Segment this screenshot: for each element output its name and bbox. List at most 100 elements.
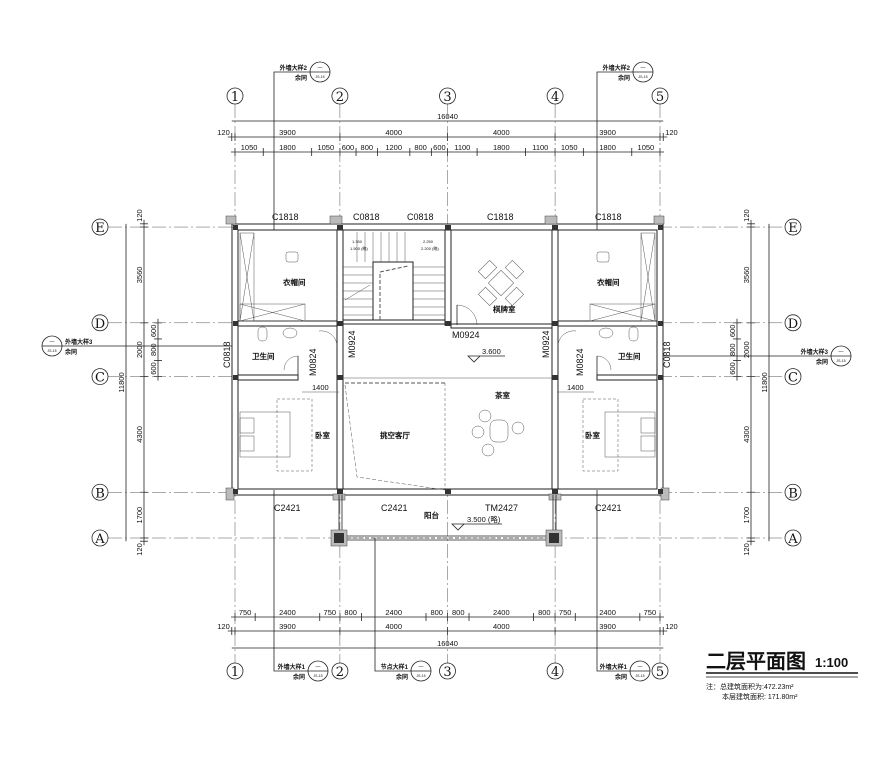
dimension-text: 600 — [433, 143, 446, 152]
dimension-text: 3560 — [742, 267, 751, 284]
dimension-text: 120 — [135, 543, 144, 556]
detail-leader — [596, 490, 630, 672]
level-balcony: 3.500 (略) — [467, 514, 501, 524]
detail-callout-label: 外墙大样3 — [64, 338, 93, 346]
window-c1818: C1818 — [272, 212, 299, 222]
dim-bedroom-left: 1400 — [312, 383, 329, 392]
wall-stair-south — [342, 319, 446, 325]
axis-bubble — [91, 314, 109, 332]
wall-bath-right — [596, 374, 658, 381]
void-sightline — [344, 384, 446, 491]
axis-bubble — [651, 662, 669, 680]
detail-sheet-top: — — [638, 664, 643, 670]
axis-label-5: 5 — [656, 90, 664, 105]
axis-label-E: E — [95, 221, 105, 236]
room-bathroom-left: 卫生间 — [252, 351, 275, 361]
door-m0824-east: M0824 — [575, 348, 585, 376]
dimension-text: 3900 — [599, 622, 616, 631]
dimension-text: 4300 — [742, 426, 751, 443]
axis-bubble — [784, 218, 802, 236]
dimension-text: 800 — [538, 608, 551, 617]
axis-bubble — [784, 483, 802, 501]
dimension-text: 800 — [430, 608, 443, 617]
axis-bubble — [439, 87, 456, 105]
detail-sheet-bottom: JS-15 — [313, 674, 322, 678]
dimension-text: 600 — [342, 143, 355, 152]
wall-stair-east — [444, 229, 452, 326]
axis-bubble — [784, 314, 802, 332]
axis-bubble — [91, 483, 109, 501]
detail-sheet-top: — — [839, 349, 844, 355]
axis-label-4: 4 — [551, 90, 559, 105]
axis-bubble — [546, 87, 564, 105]
dimension-text: 4000 — [493, 622, 510, 631]
dimension-text: 1700 — [135, 507, 144, 524]
dimension-text: 1200 — [385, 143, 402, 152]
axis-label-3: 3 — [443, 665, 451, 680]
dimension-text-total: 11800 — [117, 372, 126, 392]
detail-leader — [374, 538, 411, 672]
detail-callout-same: 余同 — [617, 74, 630, 82]
detail-sheet-top: — — [50, 339, 55, 345]
room-bedroom-right: 卧室 — [585, 430, 600, 440]
detail-callout-same: 余同 — [815, 358, 828, 366]
axis-bubble — [784, 529, 802, 547]
axis-label-1: 1 — [231, 665, 239, 680]
dimension-text: 2000 — [742, 341, 751, 358]
axis-label-2: 2 — [336, 90, 344, 105]
axis-label-3: 3 — [443, 90, 451, 105]
axis-bubble — [91, 218, 109, 236]
room-bathroom-right: 卫生间 — [618, 351, 641, 361]
dimension-text: 2400 — [599, 608, 616, 617]
detail-callout-same: 余同 — [292, 673, 305, 681]
drawing-scale: 1:100 — [815, 655, 848, 670]
dimension-text: 1100 — [454, 143, 470, 152]
room-closet-left: 衣帽间 — [283, 277, 306, 287]
room-labels: 衣帽间 衣帽间 卫生间 卫生间 棋牌室 茶室 卧室 卧室 挑空客厅 阳台 — [252, 277, 641, 520]
window-c2421: C2421 — [381, 503, 408, 513]
opening-labels: C1818 C1818 C1818 C0818 C0818 C0818 C081… — [222, 212, 672, 513]
level-floor: 3.600 — [482, 347, 501, 356]
door-m0924-east: M0924 — [541, 330, 551, 358]
room-balcony: 阳台 — [424, 510, 439, 520]
wall-d-right — [557, 320, 658, 327]
axis-label-5: 5 — [656, 665, 664, 680]
axis-bubble — [439, 662, 456, 680]
wall-axis-4 — [551, 229, 559, 490]
detail-sheet-bottom: JS-15 — [315, 75, 324, 79]
dimension-text: 2400 — [493, 608, 510, 617]
room-bedroom-left: 卧室 — [315, 430, 330, 440]
dimension-text: 4000 — [493, 128, 510, 137]
note-total-area: 注：总建筑面积为:472.23m² — [706, 682, 794, 691]
dimension-text: 120 — [217, 622, 230, 631]
dimension-text: 2400 — [279, 608, 296, 617]
dimension-text-total: 11800 — [760, 372, 769, 392]
level-stair-upper: 2.250 — [423, 239, 434, 244]
detail-sheet-bottom: JS-15 — [836, 359, 845, 363]
dimension-text: 600 — [728, 362, 737, 375]
detail-sheet-top: — — [641, 65, 646, 71]
detail-callout-same: 余同 — [614, 673, 627, 681]
detail-sheet-bottom: JS-15 — [638, 75, 647, 79]
dimension-text: 800 — [452, 608, 465, 617]
dimension-text: 3900 — [279, 128, 296, 137]
axis-bubble — [651, 87, 669, 105]
dimension-text: 4000 — [385, 128, 402, 137]
axis-bubble — [226, 662, 244, 680]
note-floor-area: 本层建筑面积: 171.80m² — [722, 692, 798, 701]
room-tea: 茶室 — [494, 390, 510, 400]
door-m0924-west: M0924 — [347, 330, 357, 358]
detail-sheet-bottom: JS-15 — [416, 674, 425, 678]
dimension-text: 3900 — [599, 128, 616, 137]
title-block: 二层平面图 1:100 注：总建筑面积为:472.23m² 本层建筑面积: 17… — [706, 650, 858, 701]
axis-bubble — [226, 87, 244, 105]
dimension-text: 600 — [728, 325, 737, 338]
axis-label-1: 1 — [231, 90, 239, 105]
staircase — [343, 232, 445, 321]
door-tm2427: TM2427 — [485, 503, 518, 513]
dimension-text: 800 — [728, 343, 737, 356]
window-c1818: C1818 — [595, 212, 622, 222]
detail-callout-same: 余同 — [294, 74, 307, 82]
axis-label-C: C — [95, 371, 105, 386]
